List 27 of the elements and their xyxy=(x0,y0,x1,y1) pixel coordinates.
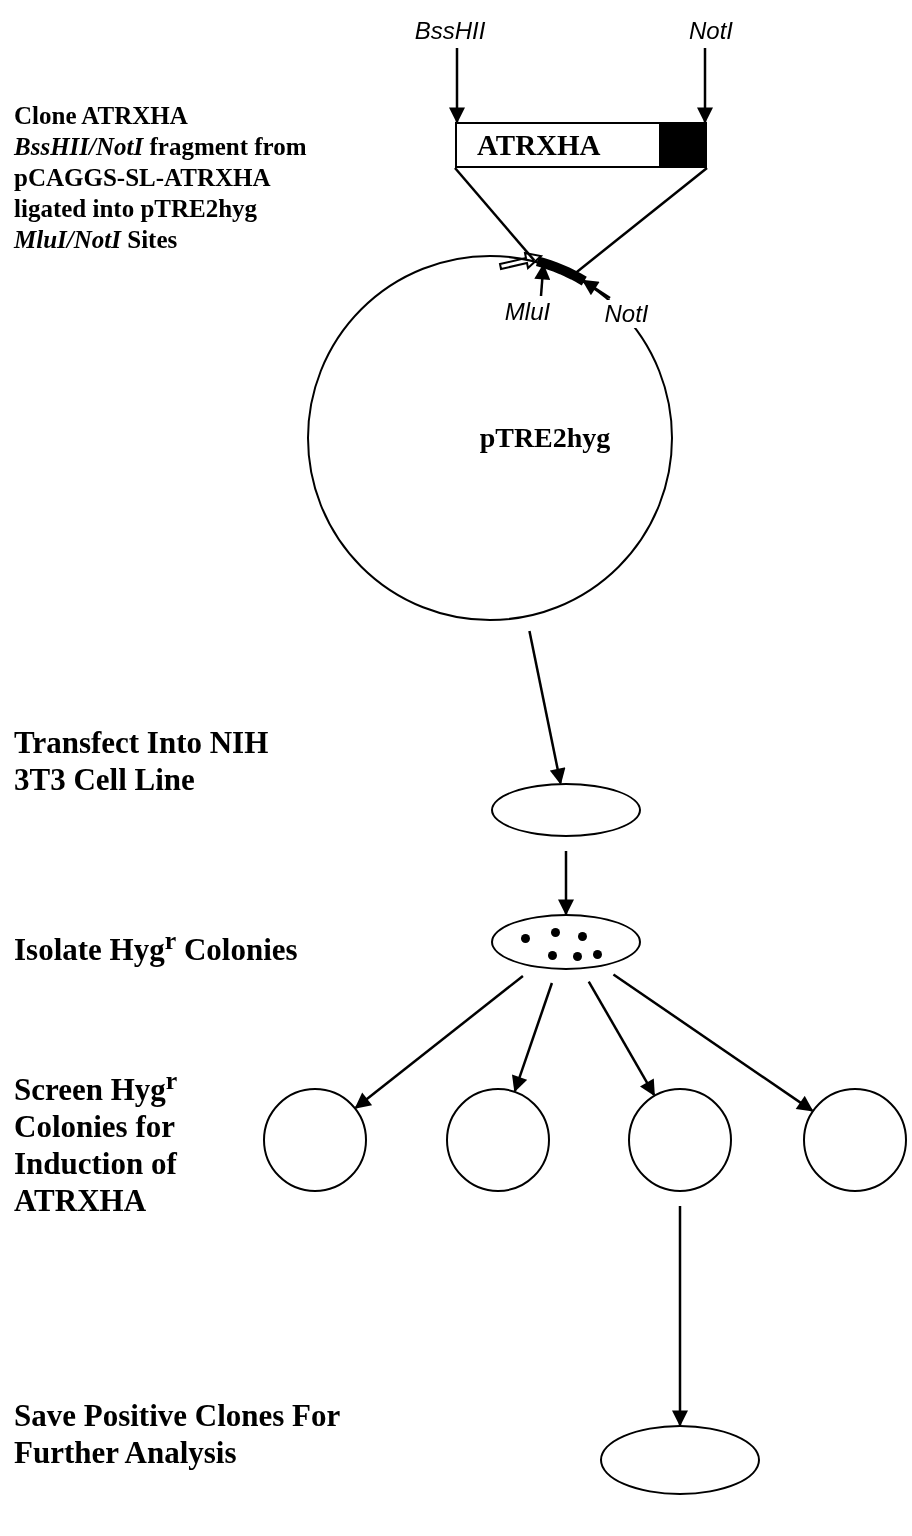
arrow xyxy=(587,980,656,1097)
culture-dish xyxy=(491,783,641,837)
step-text: Screen Hyg$^{r}$ Colonies for Induction of ATRXHA xyxy=(14,1065,179,1220)
step-text: Isolate Hyg$^{r}$ Colonies xyxy=(14,925,299,969)
culture-dish xyxy=(600,1425,760,1495)
colony-dish xyxy=(491,914,641,970)
arrow xyxy=(449,48,465,124)
culture-dish xyxy=(446,1088,550,1192)
arrow xyxy=(697,48,713,124)
step-text: Clone ATRXHA BssHII/NotI fragment from pCAGGS-SL-ATRXHA ligated into pTRE2hyg MluI/NotI Sites xyxy=(14,101,308,255)
site-label: NotI xyxy=(604,299,649,328)
arrow xyxy=(558,851,574,916)
connector-line xyxy=(454,167,536,262)
arrow xyxy=(512,982,554,1093)
step-text: Transfect Into NIH 3T3 Cell Line xyxy=(14,724,270,798)
culture-dish xyxy=(803,1088,907,1192)
arrow xyxy=(354,975,524,1109)
arrow xyxy=(528,630,566,785)
plasmid-circle xyxy=(307,255,673,621)
insert-box xyxy=(455,122,707,168)
plasmid-label: pTRE2hyg xyxy=(479,422,611,454)
arrow xyxy=(672,1206,688,1427)
culture-dish xyxy=(263,1088,367,1192)
step-text: Save Positive Clones For Further Analysis xyxy=(14,1397,341,1471)
arrow xyxy=(612,973,814,1112)
insert-label: ATRXHA xyxy=(477,128,601,162)
culture-dish xyxy=(628,1088,732,1192)
